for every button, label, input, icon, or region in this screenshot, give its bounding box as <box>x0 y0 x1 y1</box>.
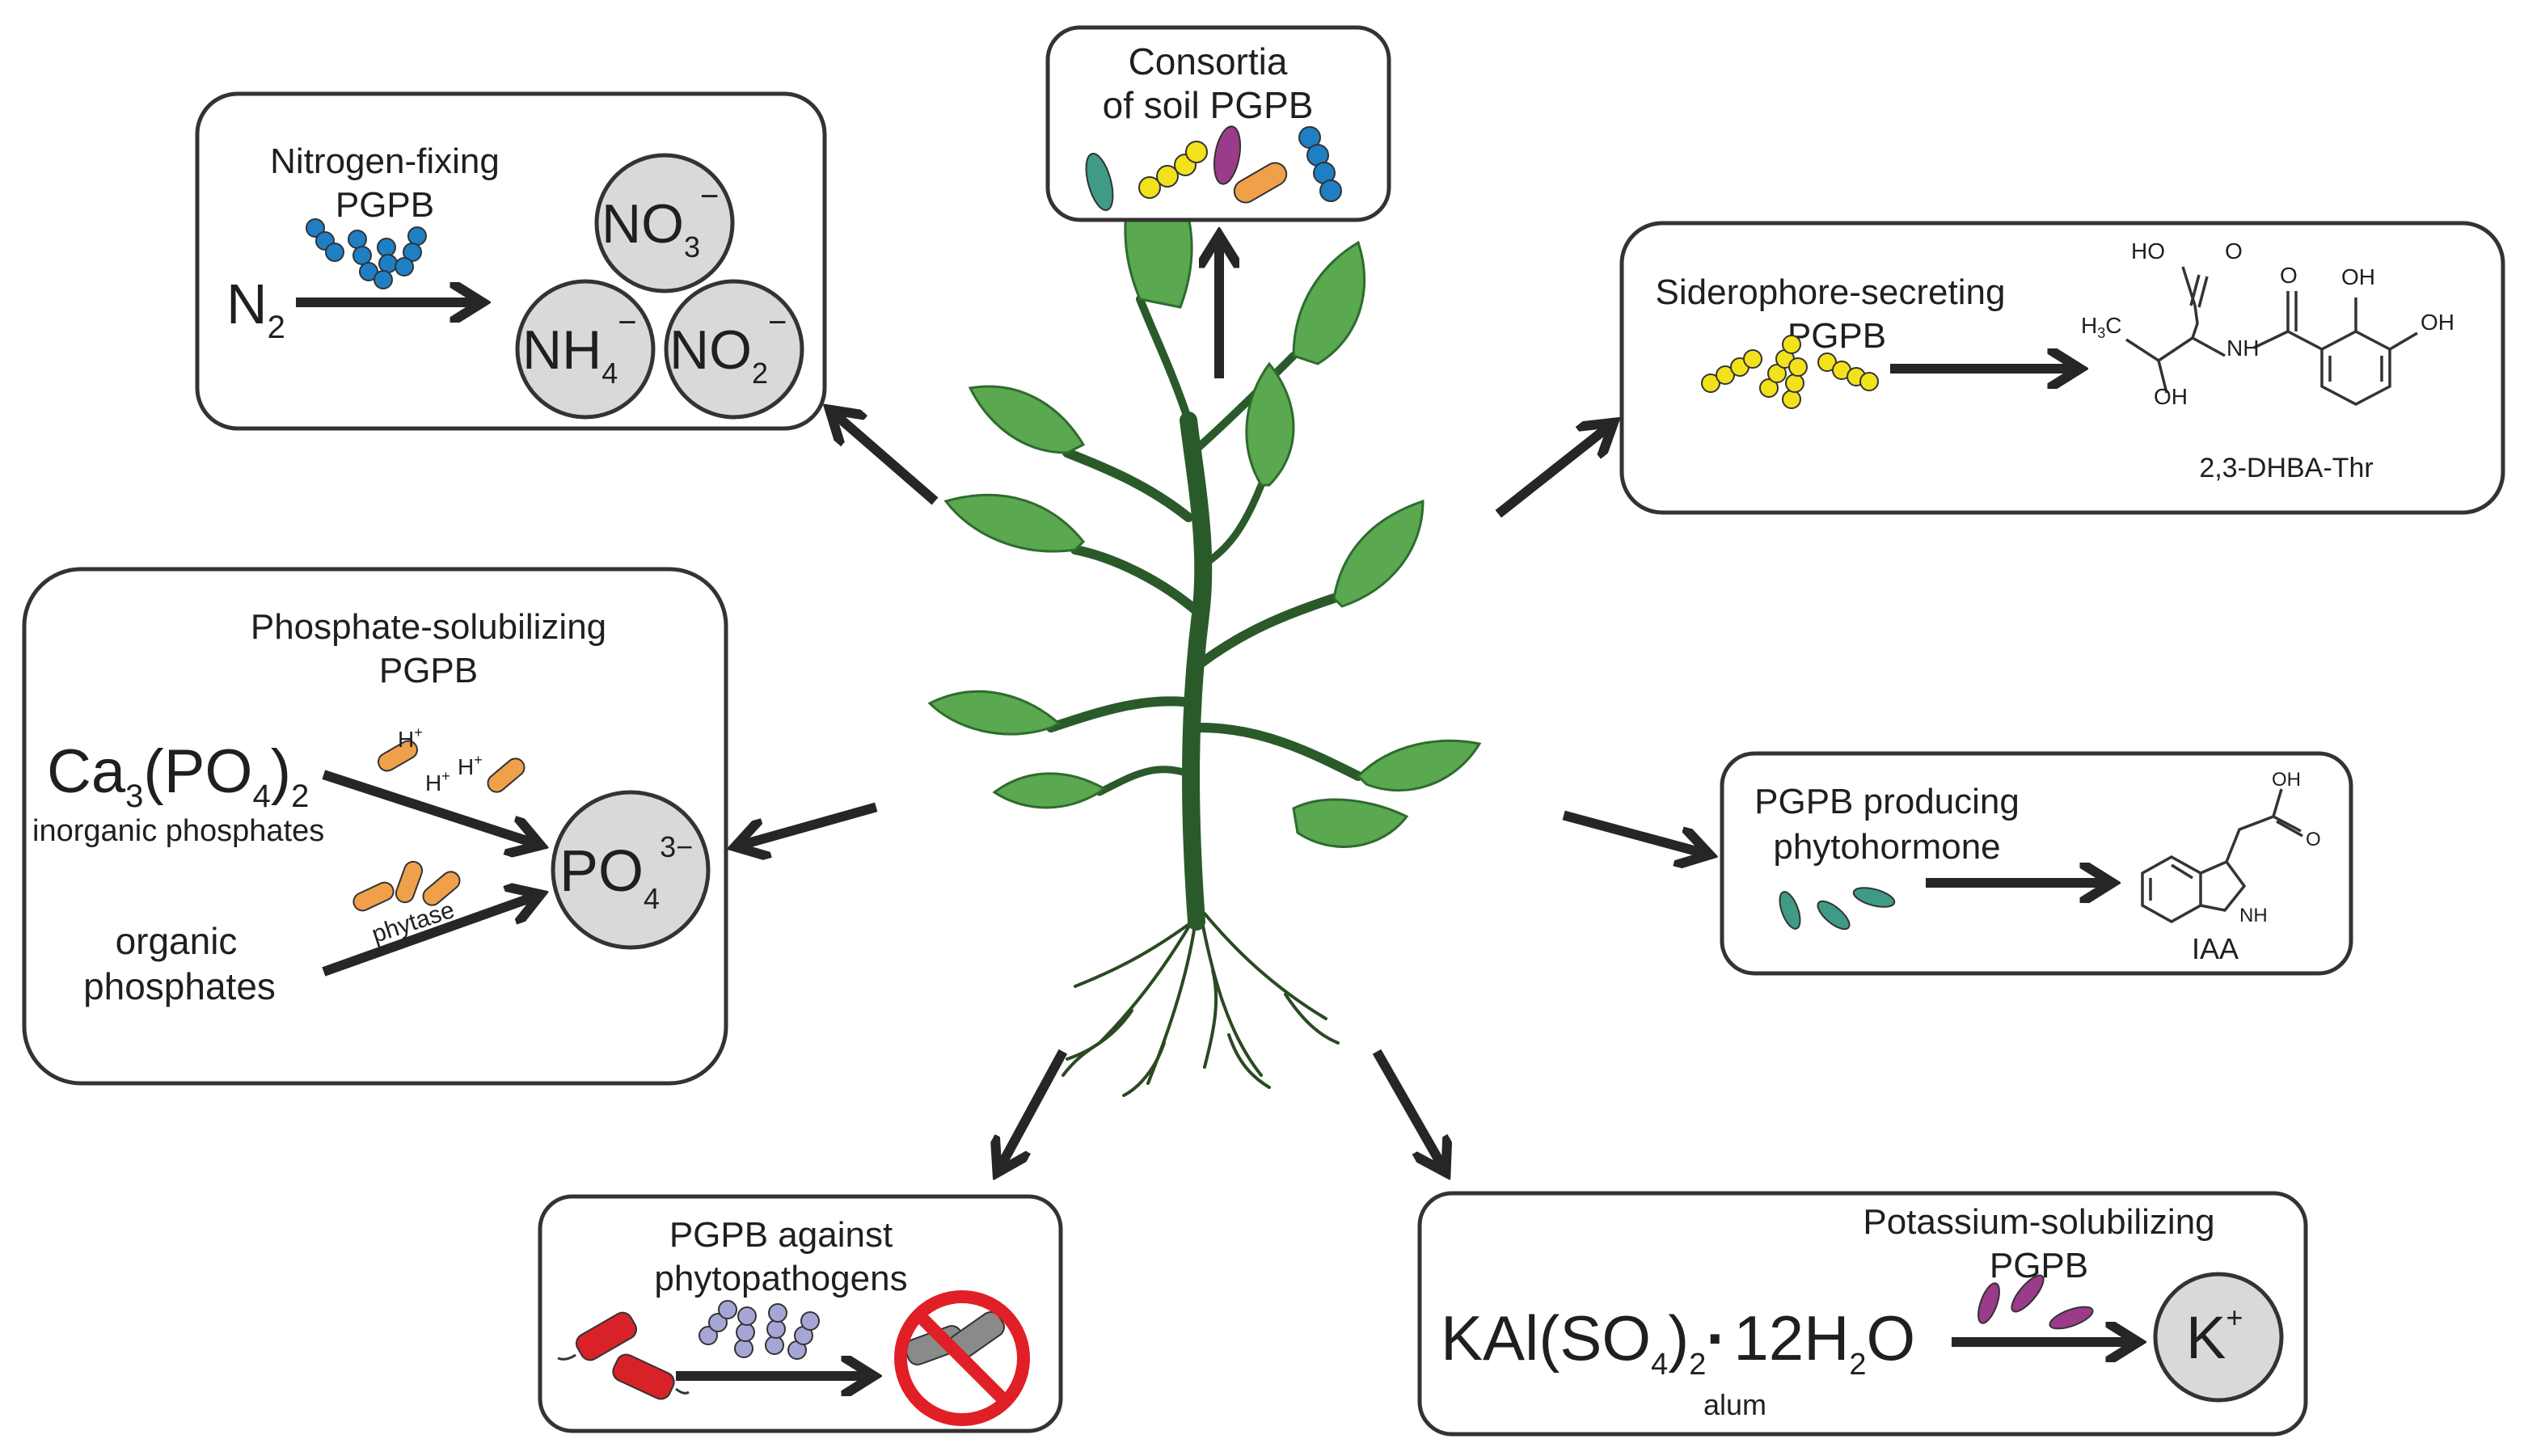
phosphate-title-line2: PGPB <box>379 651 478 690</box>
plant-stems <box>1046 295 1363 931</box>
n2-formula: N2 <box>226 272 285 345</box>
ca3po42-formula: Ca3(PO4)2 <box>47 737 309 814</box>
siderophore-panel: Siderophore-secreting PGPB HO O H3C <box>1619 221 2505 515</box>
alum-label: alum <box>1703 1388 1766 1421</box>
po4-ion <box>551 790 711 950</box>
organic-label-line1: organic <box>116 920 238 962</box>
iaa-atom-nh: NH <box>2239 905 2268 926</box>
nitrogen-panel: Nitrogen-fixing PGPB N2 NO3− NH4− NO2− <box>195 91 827 431</box>
phytohormone-title-line1: PGPB producing <box>1754 782 2020 821</box>
consortia-panel: Consortia of soil PGPB <box>1045 25 1391 222</box>
arrow-to-potassium <box>1372 1049 1444 1169</box>
antagonist-bacteria <box>699 1300 820 1360</box>
phosphate-panel: Phosphate-solubilizing PGPB Ca3(PO4)2 in… <box>22 567 728 1086</box>
organic-label-line2: phosphates <box>83 965 276 1007</box>
k-ion <box>2153 1272 2284 1403</box>
atom-o2: O <box>2280 263 2298 288</box>
organic-arrow <box>322 896 537 977</box>
iaa-label: IAA <box>2192 932 2239 965</box>
plant-roots <box>1062 912 1340 1097</box>
phosphate-title-line1: Phosphate-solubilizing <box>251 607 606 647</box>
nitrogen-title-line2: PGPB <box>336 185 434 225</box>
proton-2: H+ <box>425 768 450 796</box>
dhba-thr-structure: HO O H3C OH NH O OH OH <box>2081 238 2454 409</box>
potassium-bacteria <box>1977 1274 2094 1330</box>
alum-formula: KAl(SO4)2·12H2O <box>1441 1302 1915 1382</box>
arrow-to-phosphate <box>739 802 878 846</box>
po4-label: PO43− <box>559 830 693 915</box>
radial-arrows <box>739 239 1706 1169</box>
arrow-to-phytohormone <box>1562 810 1706 854</box>
atom-oh2: OH <box>2341 264 2375 289</box>
inhibited-pathogens <box>894 1290 1030 1426</box>
arrow-to-siderophore <box>1495 425 1610 518</box>
no3-label: NO3− <box>601 179 719 264</box>
no2-label: NO2− <box>669 305 787 390</box>
atom-oh3: OH <box>2421 310 2454 335</box>
pathogen-bacteria <box>557 1311 690 1400</box>
potassium-panel: Potassium-solubilizing PGPB KAl(SO4)2·12… <box>1417 1191 2308 1437</box>
atom-ho: HO <box>2131 238 2165 264</box>
nitrogen-bacteria <box>306 218 427 289</box>
pathogens-title-line2: phytopathogens <box>654 1259 907 1298</box>
phosphate-bacteria <box>352 740 525 912</box>
no-sign-icon <box>894 1290 1030 1426</box>
inorganic-label: inorganic phosphates <box>32 814 324 848</box>
consortia-title-line1: Consortia <box>1129 40 1288 82</box>
siderophore-bacteria <box>1701 335 1879 409</box>
proton-3: H+ <box>458 752 483 779</box>
no2-ion <box>664 279 804 420</box>
phytohormone-title-line2: phytohormone <box>1773 827 2000 867</box>
atom-h3c: H3C <box>2081 313 2121 341</box>
k-label: K+ <box>2186 1301 2243 1371</box>
nitrogen-title-line1: Nitrogen-fixing <box>270 141 500 181</box>
potassium-title-line1: Potassium-solubilizing <box>1863 1202 2214 1242</box>
iaa-structure: OH O NH <box>2141 769 2321 926</box>
siderophore-title-line1: Siderophore-secreting <box>1656 272 2006 312</box>
pathogens-panel: PGPB against phytopathogens <box>538 1194 1063 1433</box>
arrow-to-nitrogen <box>833 412 939 505</box>
proton-1: H+ <box>398 724 423 752</box>
phytohormone-panel: PGPB producing phytohormone OH O NH IAA <box>1720 751 2353 976</box>
atom-oh1: OH <box>2154 384 2188 409</box>
plant-illustration <box>927 143 1482 1097</box>
consortia-title-line2: of soil PGPB <box>1103 84 1314 126</box>
atom-o1: O <box>2225 238 2243 264</box>
siderophore-title-line2: PGPB <box>1787 316 1886 356</box>
nh4-ion <box>515 279 656 420</box>
dhba-thr-label: 2,3-DHBA-Thr <box>2199 453 2373 483</box>
iaa-atom-oh: OH <box>2272 769 2301 791</box>
atom-nh: NH <box>2226 336 2259 361</box>
arrow-to-pathogens <box>999 1049 1068 1169</box>
nh4-label: NH4− <box>522 305 637 390</box>
phytohormone-bacteria <box>1779 887 1896 931</box>
iaa-atom-o: O <box>2306 829 2321 850</box>
plant-leaves <box>927 143 1482 848</box>
inorganic-arrow <box>322 770 537 844</box>
no3-ion <box>594 153 735 293</box>
pathogens-title-line1: PGPB against <box>669 1215 893 1255</box>
consortia-bacteria <box>1085 125 1342 211</box>
